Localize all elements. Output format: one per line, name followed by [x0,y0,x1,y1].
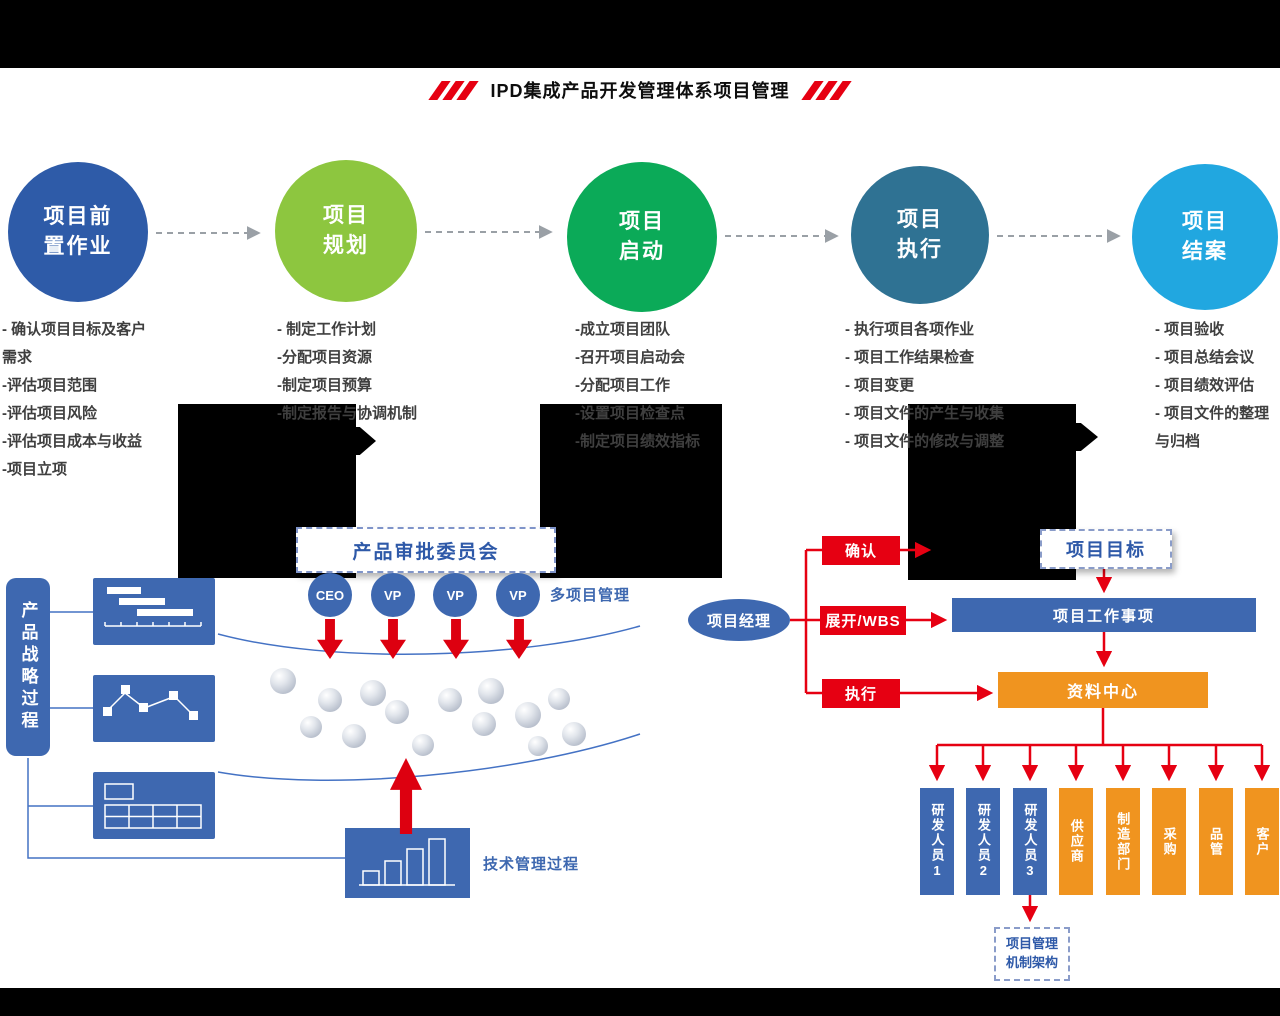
role-box: 采购 [1152,788,1187,895]
list-item: -分配项目工作 [575,377,670,394]
phase-label: 项目 [323,203,369,227]
role-box: 客户 [1244,788,1279,895]
tech-management-label: 技术管理过程 [483,856,580,873]
role-box: 品管 [1198,788,1233,895]
list-item: -成立项目团队 [575,321,670,338]
phase-label: 执行 [897,238,943,261]
list-item: - 项目文件的修改与调整 [845,433,1005,450]
list-item: -召开项目启动会 [575,349,685,366]
phase-label: 项目 [897,207,943,231]
list-item: 需求 [2,349,33,366]
phase-list-execution: - 执行项目各项作业 - 项目工作结果检查 - 项目变更 - 项目文件的产生与收集 - … [845,316,1050,456]
page-title: IPD集成产品开发管理体系项目管理 [490,81,790,101]
product-strategy-label: 产品战略过程 [6,578,50,756]
list-item: -分配项目资源 [277,349,372,366]
gantt-chart-icon [93,578,215,645]
list-item: -制定项目预算 [277,377,372,394]
bubble-icon [342,724,366,748]
list-item: - 项目文件的产生与收集 [845,405,1005,422]
role-box: 研发人员2 [966,788,1001,895]
list-item: - 项目绩效评估 [1155,377,1255,394]
list-item: -评估项目风险 [2,405,97,422]
list-item: -设置项目检查点 [575,405,685,422]
list-item: - 执行项目各项作业 [845,321,975,338]
bubble-icon [515,702,541,728]
bubble-icon [412,734,434,756]
bottom-black-bar [0,988,1280,1016]
committee-title-box: 产品审批委员会 [296,527,556,573]
bar-chart-icon [345,828,470,898]
phase-circle-kickoff: 项目 启动 [567,162,717,312]
multi-project-label: 多项目管理 [550,587,631,604]
phase-circle-preparation: 项目前 置作业 [8,162,148,302]
phase-label: 启动 [619,240,665,263]
pm-architecture-line1: 项目管理 [1005,936,1058,952]
list-item: - 项目变更 [845,377,915,394]
action-confirm: 确认 [822,536,900,565]
committee-member: VP [370,573,415,617]
list-item: -制定项目绩效指标 [575,433,700,450]
role-box: 供应商 [1059,788,1094,895]
red-slashes-left-icon [428,80,480,100]
phase-label: 置作业 [43,235,113,258]
table-grid-icon [93,772,215,839]
list-item: -项目立项 [2,461,67,478]
red-slashes-right-icon [800,80,852,100]
list-item: - 确认项目目标及客户 [2,321,147,338]
committee-member: VP [433,573,478,617]
phase-list-preparation: - 确认项目目标及客户需求 -评估项目范围 -评估项目风险 -评估项目成本与收益 -项目… [2,316,184,484]
committee-members: CEO VP VP VP [308,573,540,617]
action-execute: 执行 [822,679,900,708]
role-box: 研发人员1 [920,788,954,895]
phase-list-planning: - 制定工作计划 -分配项目资源 -制定项目预算 -制定报告与协调机制 [277,316,455,428]
bubble-icon [270,668,296,694]
title-bar: IPD集成产品开发管理体系项目管理 [0,77,1280,103]
phase-label: 项目 [1182,209,1228,233]
role-box: 制造部门 [1105,788,1140,895]
bubble-icon [548,688,570,710]
list-item: -评估项目成本与收益 [2,433,142,450]
bubble-icon [528,736,548,756]
list-item: - 制定工作计划 [277,321,377,338]
phase-label: 项目前 [43,204,113,228]
network-diagram-icon [93,675,215,742]
phase-circle-planning: 项目 规划 [275,160,417,302]
phase-label: 结案 [1182,240,1228,263]
bubble-icon [300,716,322,738]
phase-list-kickoff: -成立项目团队 -召开项目启动会 -分配项目工作 -设置项目检查点 -制定项目绩效指标 [575,316,747,456]
list-item: -制定报告与协调机制 [277,405,417,422]
top-black-bar [0,0,1280,68]
project-manager-node: 项目经理 [688,599,790,641]
phase-circle-closure: 项目 结案 [1132,164,1278,310]
list-item: - 项目验收 [1155,321,1225,338]
action-wbs: 展开/WBS [820,606,906,635]
role-boxes: 研发人员1 研发人员2 研发人员3 供应商制造部门采购品管客户 [920,788,1279,895]
bubble-icon [472,712,496,736]
phase-list-closure: - 项目验收 - 项目总结会议 - 项目绩效评估 - 项目文件的整理与归档 [1155,316,1277,456]
role-box: 研发人员3 [1012,788,1047,895]
bubble-icon [438,688,462,712]
phase-label: 项目 [619,209,665,233]
bubble-icon [360,680,386,706]
committee-member: VP [495,573,540,617]
project-goal-box: 项目目标 [1040,529,1172,569]
list-item: -评估项目范围 [2,377,97,394]
list-item: - 项目文件的整理与归档 [1155,405,1270,450]
list-item: - 项目总结会议 [1155,349,1255,366]
data-center-box: 资料中心 [998,672,1208,708]
bubble-icon [478,678,504,704]
project-work-items-box: 项目工作事项 [952,598,1256,632]
list-item: - 项目工作结果检查 [845,349,975,366]
phase-circle-execution: 项目 执行 [851,166,989,304]
bubble-icon [562,722,586,746]
committee-member: CEO [308,573,352,617]
bubble-icon [318,688,342,712]
bubble-icon [385,700,409,724]
phase-label: 规划 [323,234,369,257]
redacted-block-2 [540,404,722,578]
pm-architecture-line2: 机制架构 [1005,955,1058,970]
pm-architecture-box: 项目管理 机制架构 [994,927,1070,981]
